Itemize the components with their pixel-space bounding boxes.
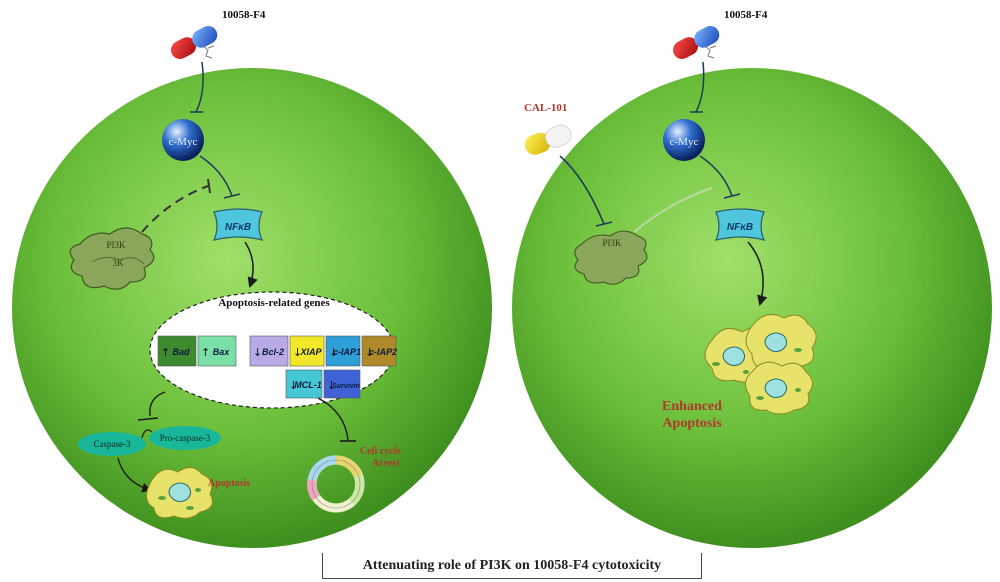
apoptosis-genes-panel: Apoptosis-related genes ↑Bad↑Bax↓Bcl-2↓X… [149, 291, 397, 409]
caspase3-node: Caspase-3 [78, 432, 146, 456]
gene-label: Bcl-2 [262, 347, 284, 357]
left-nfkb-label: NFκB [225, 222, 251, 233]
left-pi3k-node: PI3K 3K [69, 227, 155, 290]
gene-label: MCL-1 [294, 380, 322, 390]
gene-label: Bad [172, 347, 190, 357]
left-inhibit-drug-cmyc [190, 61, 204, 113]
enhanced-apoptosis-label-2: Apoptosis [662, 416, 722, 431]
gene-arrow: ↓ [253, 346, 262, 359]
gene-arrow: ↓ [293, 346, 302, 359]
gene-arrow: ↓ [327, 379, 336, 392]
gene-box-c-iap2: ↓c-IAP2 [361, 335, 397, 367]
gene-label: Bax [213, 347, 231, 357]
cell-cycle-ring-icon [307, 455, 365, 513]
cal101-inhibit-pi3k [559, 155, 613, 227]
right-cmyc-node: c-Myc [663, 119, 705, 161]
gene-arrow: ↓ [289, 379, 298, 392]
right-apoptotic-cells-icon [704, 313, 817, 415]
caspase3-label: Caspase-3 [94, 439, 131, 449]
gene-arrow: ↑ [161, 346, 170, 359]
left-pi3k-inhibit-bar [207, 178, 211, 194]
cal101-capsule [524, 124, 572, 155]
left-drug-label: 10058-F4 [222, 9, 266, 21]
gene-label: Survivin [332, 383, 360, 390]
left-genes-to-caspase [137, 391, 166, 421]
left-nfkb-node: NFκB [212, 208, 264, 241]
gene-box-bcl-2: ↓Bcl-2 [249, 335, 289, 367]
gene-box-mcl-1: ↓MCL-1 [285, 369, 323, 399]
procaspase-to-caspase-arrow [141, 429, 153, 439]
gene-box-c-iap1: ↓c-IAP1 [325, 335, 361, 367]
cal101-label: CAL-101 [524, 102, 567, 114]
right-arrow-nfkb-apoptosis [747, 241, 768, 307]
caspase-to-apoptosis-arrow [117, 457, 152, 493]
cell-cycle-label-2: Arrest [372, 458, 400, 469]
left-pi3k-inhibit-dashed [141, 185, 209, 233]
right-drug-label: 10058-F4 [724, 9, 768, 21]
gene-arrow: ↑ [201, 346, 210, 359]
left-pi3k-label-1: PI3K [106, 240, 126, 250]
left-cmyc-label: c-Myc [169, 136, 198, 148]
figure-caption: Attenuating role of PI3K on 10058-F4 cyt… [322, 553, 702, 579]
apoptosis-genes-title: Apoptosis-related genes [218, 297, 330, 309]
gene-box-bax: ↑Bax [197, 335, 237, 367]
right-drug-molecule-icon [704, 45, 717, 59]
left-apoptotic-cell-icon [146, 467, 213, 519]
right-pi3k-node: PI3K [574, 230, 648, 285]
gene-label: c-IAP1 [333, 347, 361, 357]
right-drug-capsule [672, 25, 720, 59]
left-inhibit-cmyc-nfkb [199, 155, 241, 199]
figure-caption-text: Attenuating role of PI3K on 10058-F4 cyt… [362, 557, 662, 573]
gene-box-bad: ↑Bad [157, 335, 197, 367]
right-cmyc-label: c-Myc [670, 136, 699, 148]
cell-cycle-label-1: Cell cycle [360, 446, 401, 457]
gene-label: c-IAP2 [369, 347, 397, 357]
procaspase3-node: Pro-caspase-3 [149, 426, 221, 450]
left-arrow-nfkb-genes [244, 241, 258, 288]
left-drug-molecule-icon [202, 45, 215, 59]
gene-box-survivin: ↓Survivin [323, 369, 361, 399]
gene-boxes: ↑Bad↑Bax↓Bcl-2↓XIAP↓c-IAP1↓c-IAP2↓MCL-1↓… [157, 335, 397, 399]
left-genes-to-cellcycle [317, 397, 349, 441]
gene-arrow: ↓ [329, 346, 338, 359]
left-pi3k-label-2: 3K [113, 258, 125, 268]
enhanced-apoptosis-label-1: Enhanced [662, 399, 722, 414]
procaspase3-label: Pro-caspase-3 [160, 433, 211, 443]
right-inhibit-drug-cmyc [690, 61, 705, 113]
left-drug-capsule [170, 25, 218, 59]
left-apoptosis-label: Apoptosis [208, 478, 250, 489]
right-nfkb-label: NFκB [727, 222, 753, 233]
gene-box-xiap: ↓XIAP [289, 335, 325, 367]
right-pi3k-faded-path [633, 187, 713, 233]
right-cell [512, 68, 992, 548]
right-cell-body [512, 68, 992, 548]
right-inhibit-cmyc-nfkb [699, 155, 741, 199]
gene-arrow: ↓ [365, 346, 374, 359]
gene-label: XIAP [299, 347, 322, 357]
right-nfkb-node: NFκB [714, 208, 766, 241]
right-pi3k-label: PI3K [602, 238, 622, 248]
left-cmyc-node: c-Myc [162, 119, 204, 161]
